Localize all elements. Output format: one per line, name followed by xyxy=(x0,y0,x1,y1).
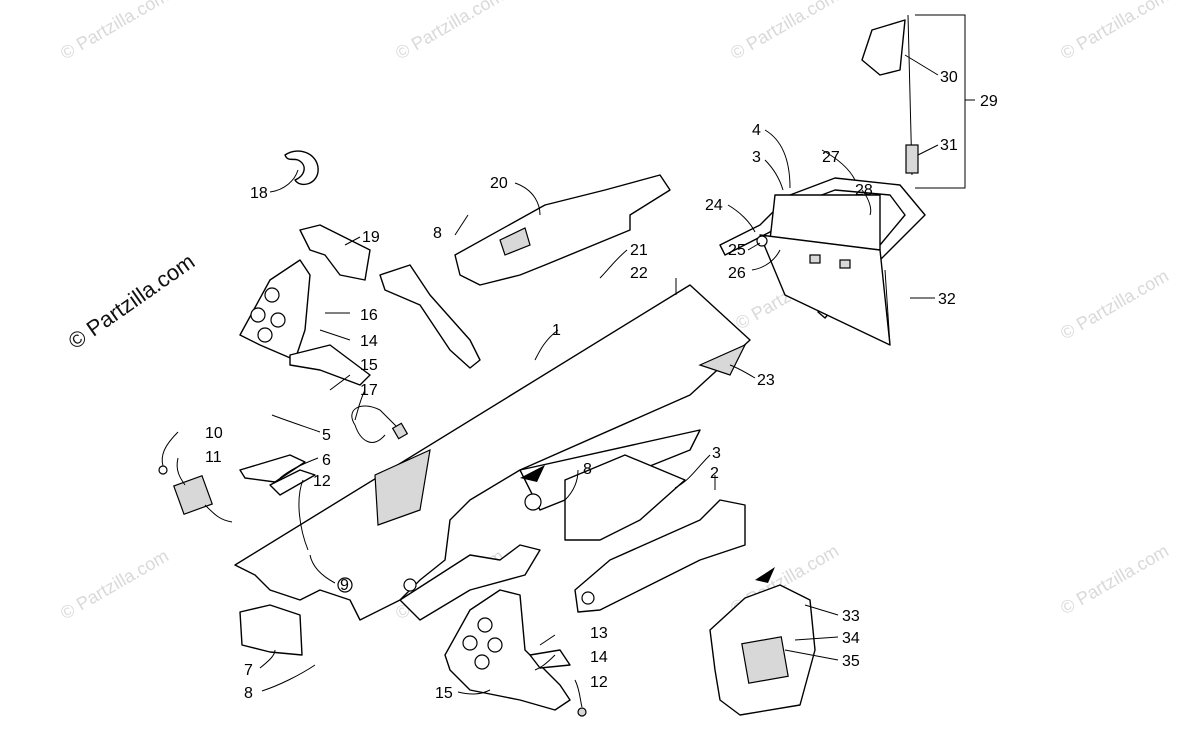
callout-25: 25 xyxy=(728,242,746,259)
direction-arrow xyxy=(755,567,775,583)
clamp-part-18 xyxy=(284,150,319,186)
callout-2: 2 xyxy=(710,465,719,482)
callout-33: 33 xyxy=(842,608,860,625)
direction-arrow xyxy=(520,465,545,482)
callout-35: 35 xyxy=(842,653,860,670)
callout-1: 1 xyxy=(552,322,561,339)
callout-20: 20 xyxy=(490,175,508,192)
panel-part-8 xyxy=(564,454,686,541)
nut xyxy=(577,707,587,717)
bracket-part-6 xyxy=(239,454,316,496)
watermark: © Partzilla.com xyxy=(57,545,172,623)
callout-34: 34 xyxy=(842,630,860,647)
callout-31: 31 xyxy=(940,137,958,154)
brand-watermark: © Partzilla.com xyxy=(64,249,200,355)
callout-27: 27 xyxy=(822,149,840,166)
callout-6: 6 xyxy=(322,452,331,469)
callout-15: 15 xyxy=(360,357,378,374)
callout-14: 14 xyxy=(590,649,608,666)
callout-16: 16 xyxy=(360,307,378,324)
bolt xyxy=(158,465,168,475)
plate-hole xyxy=(270,312,286,328)
callout-3: 3 xyxy=(752,149,761,166)
plate-hole xyxy=(462,635,478,651)
callout-8: 8 xyxy=(244,685,253,702)
rail-part-2 xyxy=(574,499,746,613)
callout-21: 21 xyxy=(630,242,648,259)
plate-hole xyxy=(250,307,266,323)
tunnel-hole xyxy=(524,493,542,511)
bracket-part-19 xyxy=(379,264,481,369)
tunnel-hole xyxy=(337,577,353,593)
callout-11: 11 xyxy=(205,449,222,466)
rail-hole xyxy=(581,591,595,605)
cable-part-17 xyxy=(351,405,409,443)
watermark: © Partzilla.com xyxy=(57,0,172,63)
callout-18: 18 xyxy=(250,185,268,202)
callout-9: 9 xyxy=(340,577,349,594)
rail-part-20 xyxy=(454,174,671,286)
callout-26: 26 xyxy=(728,265,746,282)
callout-15: 15 xyxy=(435,685,453,702)
callout-10: 10 xyxy=(205,425,223,442)
callout-22: 22 xyxy=(630,265,648,282)
plate-hole xyxy=(487,637,503,653)
callout-12: 12 xyxy=(313,473,331,490)
callout-13: 13 xyxy=(590,625,608,642)
watermark: © Partzilla.com xyxy=(1057,265,1172,343)
watermark: © Partzilla.com xyxy=(1057,540,1172,618)
safety-flag xyxy=(861,14,919,176)
callout-14: 14 xyxy=(360,333,378,350)
callout-5: 5 xyxy=(322,427,331,444)
callout-29: 29 xyxy=(980,93,998,110)
callout-4: 4 xyxy=(752,122,761,139)
watermark: © Partzilla.com xyxy=(1057,0,1172,63)
plate-hole xyxy=(257,327,273,343)
leader-lines xyxy=(161,14,975,708)
washer xyxy=(756,235,768,247)
plate-part-7 xyxy=(239,604,303,656)
callout-30: 30 xyxy=(940,69,958,86)
watermark: © Partzilla.com xyxy=(392,0,507,63)
callout-12: 12 xyxy=(590,674,608,691)
callout-7: 7 xyxy=(244,662,253,679)
callout-17: 17 xyxy=(360,382,378,399)
regulator-part-11 xyxy=(158,465,233,523)
plate-hole xyxy=(264,287,280,303)
callout-23: 23 xyxy=(757,372,775,389)
callout-28: 28 xyxy=(855,182,873,199)
callout-24: 24 xyxy=(705,197,723,214)
callout-labels: 1 2 3 3 4 5 6 7 8 8 8 9 10 11 12 12 13 1… xyxy=(205,69,998,702)
callout-8: 8 xyxy=(583,461,592,478)
cover-part-34 xyxy=(709,584,816,716)
callout-19: 19 xyxy=(362,229,380,246)
callout-8: 8 xyxy=(433,225,442,242)
skid-plate-lower xyxy=(444,589,587,717)
tunnel-hole xyxy=(403,578,417,592)
rear-bumper-assembly xyxy=(719,177,926,346)
plate-hole xyxy=(477,617,493,633)
skid-plate-upper xyxy=(239,224,371,386)
watermark: © Partzilla.com xyxy=(727,0,842,63)
callout-3: 3 xyxy=(712,445,721,462)
callout-32: 32 xyxy=(938,291,956,308)
plate-hole xyxy=(474,654,490,670)
